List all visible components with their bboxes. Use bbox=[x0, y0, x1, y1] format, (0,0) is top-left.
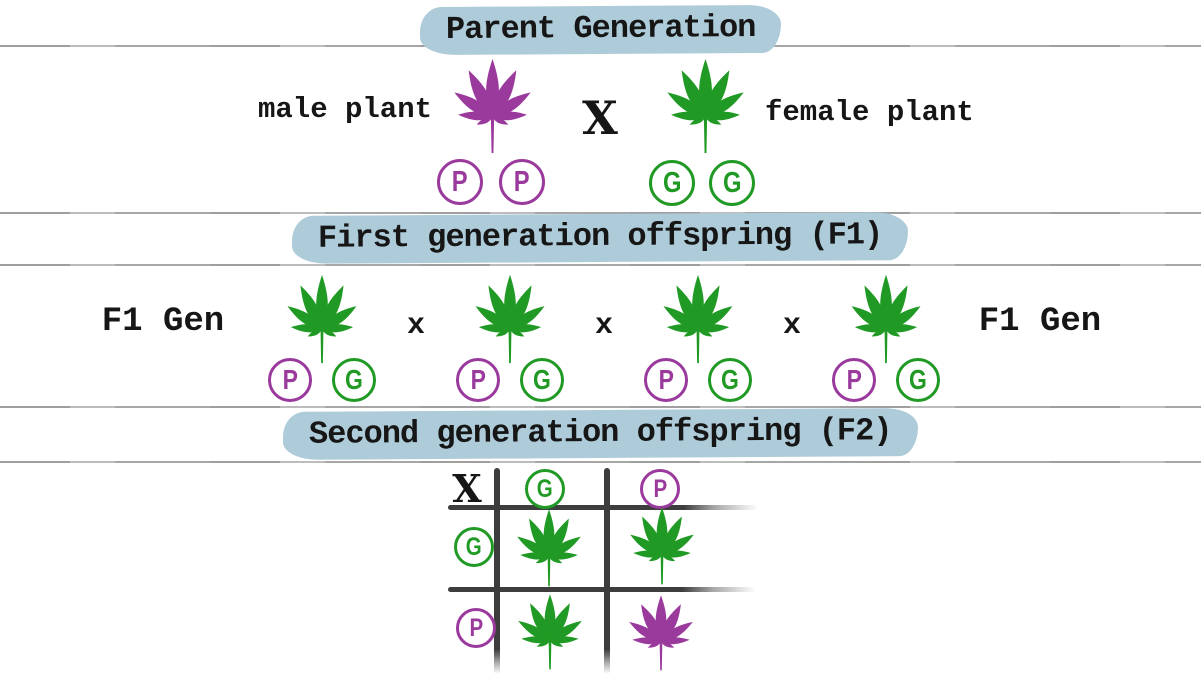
allele-badge: P bbox=[832, 358, 876, 402]
f1-cannabis-leaf-icon bbox=[270, 271, 374, 365]
female-plant-label: female plant bbox=[765, 96, 974, 129]
allele-badge: G bbox=[454, 527, 494, 567]
allele-letter: G bbox=[537, 474, 553, 503]
allele-letter: P bbox=[653, 474, 667, 503]
parent-generation-title: Parent Generation bbox=[445, 9, 756, 48]
punnett-cell-leaf-icon bbox=[613, 592, 709, 672]
allele-letter: G bbox=[722, 166, 742, 199]
allele-letter: P bbox=[658, 364, 674, 395]
f1-cross-symbol: x bbox=[782, 309, 801, 343]
allele-badge: P bbox=[437, 159, 483, 205]
allele-badge: P bbox=[499, 159, 545, 205]
allele-letter: P bbox=[469, 613, 483, 642]
f2-title: Second generation offspring (F2) bbox=[309, 412, 892, 453]
allele-letter: P bbox=[452, 165, 468, 198]
female-cannabis-leaf-icon bbox=[648, 55, 763, 155]
punnett-corner-cross-symbol: X bbox=[452, 466, 482, 511]
allele-badge: G bbox=[708, 358, 752, 402]
allele-badge: G bbox=[649, 160, 695, 206]
allele-letter: G bbox=[345, 364, 363, 395]
parent-cross-symbol: X bbox=[582, 91, 618, 145]
male-cannabis-leaf-icon bbox=[435, 55, 550, 155]
f1-allele-pair: P G bbox=[644, 358, 752, 402]
allele-letter: P bbox=[470, 364, 486, 395]
male-plant-label: male plant bbox=[257, 93, 433, 126]
f1-cannabis-leaf-icon bbox=[834, 271, 938, 365]
allele-badge: G bbox=[520, 358, 564, 402]
punnett-row-header: G bbox=[454, 527, 494, 567]
allele-badge: P bbox=[456, 358, 500, 402]
allele-letter: G bbox=[721, 364, 739, 395]
male-allele-pair: P P bbox=[437, 159, 545, 205]
punnett-grid-vline bbox=[604, 468, 610, 674]
allele-letter: P bbox=[846, 364, 862, 395]
allele-badge: G bbox=[896, 358, 940, 402]
title-highlight: First generation offspring (F1) bbox=[292, 212, 909, 264]
allele-letter: G bbox=[466, 532, 482, 561]
punnett-col-header: G bbox=[525, 469, 565, 509]
f1-allele-pair: P G bbox=[268, 358, 376, 402]
punnett-cell-leaf-icon bbox=[501, 506, 597, 588]
f1-allele-pair: P G bbox=[456, 358, 564, 402]
f1-title: First generation offspring (F1) bbox=[318, 216, 883, 257]
female-allele-pair: G G bbox=[649, 160, 755, 206]
allele-letter: G bbox=[533, 364, 551, 395]
allele-badge: P bbox=[456, 608, 496, 648]
allele-badge: G bbox=[332, 358, 376, 402]
punnett-grid-hline bbox=[448, 587, 756, 592]
allele-badge: G bbox=[709, 160, 755, 206]
f1-cross-symbol: x bbox=[406, 309, 425, 343]
punnett-cell-leaf-icon bbox=[502, 591, 598, 671]
allele-letter: G bbox=[909, 364, 927, 395]
title-highlight: Second generation offspring (F2) bbox=[283, 408, 918, 460]
title-highlight: Parent Generation bbox=[419, 4, 782, 56]
ruled-line bbox=[0, 406, 1201, 408]
f1-cannabis-leaf-icon bbox=[646, 271, 750, 365]
parent-generation-title-row: Parent Generation bbox=[0, 4, 1201, 56]
punnett-cell-leaf-icon bbox=[614, 504, 710, 586]
ruled-line bbox=[0, 264, 1201, 266]
punnett-row-header: P bbox=[456, 608, 496, 648]
allele-badge: P bbox=[268, 358, 312, 402]
allele-badge: P bbox=[640, 469, 680, 509]
f1-cannabis-leaf-icon bbox=[458, 271, 562, 365]
ruled-line bbox=[0, 461, 1201, 463]
allele-badge: P bbox=[644, 358, 688, 402]
punnett-grid-vline bbox=[494, 468, 500, 674]
f1-gen-right-label: F1 Gen bbox=[978, 303, 1102, 341]
allele-letter: P bbox=[514, 165, 530, 198]
f1-gen-left-label: F1 Gen bbox=[101, 303, 225, 341]
f2-title-row: Second generation offspring (F2) bbox=[0, 408, 1201, 460]
f1-cross-symbol: x bbox=[594, 309, 613, 343]
f1-allele-pair: P G bbox=[832, 358, 940, 402]
punnett-col-header: P bbox=[640, 469, 680, 509]
allele-letter: P bbox=[282, 364, 298, 395]
punnett-grid-hline bbox=[448, 505, 758, 510]
allele-badge: G bbox=[525, 469, 565, 509]
allele-letter: G bbox=[662, 166, 682, 199]
f1-title-row: First generation offspring (F1) bbox=[0, 212, 1201, 264]
